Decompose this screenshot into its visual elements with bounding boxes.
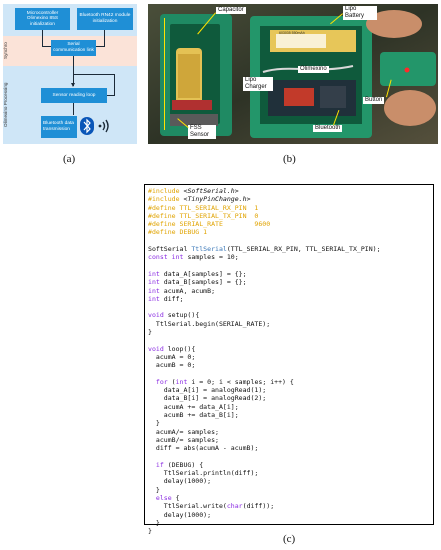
code-line: TtlSerial.write(char(diff)); bbox=[148, 502, 275, 511]
code-line: } bbox=[148, 527, 152, 536]
code-line: #include <TinyPinChange.h> bbox=[148, 195, 251, 204]
arrow-loop-to-bt bbox=[73, 103, 74, 115]
loop-back-left bbox=[74, 74, 115, 75]
code-listing: #include <SoftSerial.h> #include <TinyPi… bbox=[144, 184, 434, 535]
code-line: SoftSerial TtlSerial(TTL_SERIAL_RX_PIN, … bbox=[148, 245, 381, 254]
code-line: #define SERIAL_RATE 9600 bbox=[148, 220, 271, 229]
code-line: void loop(){ bbox=[148, 344, 196, 353]
code-line: } bbox=[148, 485, 160, 494]
code-line: diff = abs(acumA - acumB); bbox=[148, 444, 259, 453]
caption-a: (a) bbox=[63, 153, 76, 165]
caption-b: (b) bbox=[283, 153, 296, 165]
arrow-bt-left bbox=[96, 46, 105, 47]
arrow-bt-down bbox=[104, 30, 105, 47]
code-line: else { bbox=[155, 493, 180, 502]
processing-label: Olimexino Processing bbox=[3, 82, 8, 128]
code-line: acumB += data_B[i]; bbox=[148, 411, 239, 420]
arrow-mcu-down bbox=[42, 30, 43, 47]
code-line: acumA += data_A[i]; bbox=[148, 402, 239, 411]
code-line: data_A[i] = analogRead(1); bbox=[148, 386, 267, 395]
code-line: acumA = 0; bbox=[148, 352, 196, 361]
code-line: delay(1000); bbox=[148, 510, 212, 519]
code-line: int data_B[samples] = {}; bbox=[148, 278, 247, 287]
loop-back-up bbox=[114, 74, 115, 96]
battery-print: 603035 550mAh bbox=[279, 31, 305, 35]
code-line: for (int i = 0; i < samples; i++) { bbox=[155, 377, 294, 386]
lipo-battery-label: Lipo Battery bbox=[343, 6, 377, 20]
code-line: TtlSerial.println(diff); bbox=[148, 469, 259, 478]
code-line: int data_A[samples] = {}; bbox=[148, 269, 247, 278]
bt-init-box: Bluetooth RN42 module initialization bbox=[77, 8, 133, 30]
code-line: delay(1000); bbox=[148, 477, 212, 486]
code-line: #include <SoftSerial.h> bbox=[148, 187, 239, 195]
sensor-loop-box: Sensor reading loop bbox=[41, 88, 107, 103]
code-line: TtlSerial.begin(SERIAL_RATE); bbox=[148, 319, 271, 328]
serial-link-box: Serial communication link bbox=[51, 40, 96, 56]
capacitor-label: Capacitor bbox=[216, 7, 246, 14]
code-line: if (DEBUG) { bbox=[155, 460, 204, 469]
code-line: acumB/= samples; bbox=[148, 435, 219, 444]
code-line: acumB = 0; bbox=[148, 361, 196, 370]
code-line: } bbox=[148, 328, 152, 337]
code-line: #define TTL_SERIAL_RX_PIN 1 bbox=[148, 203, 259, 212]
caption-c: (c) bbox=[283, 533, 296, 545]
code-line: } bbox=[148, 518, 160, 527]
device-photo: 603035 550mAh Capacitor Lipo Battery Oli… bbox=[148, 4, 438, 144]
loop-back-right bbox=[107, 95, 115, 96]
code-line: acumA/= samples; bbox=[148, 427, 219, 436]
fss-sensor-label: FSS Sensor bbox=[188, 125, 216, 139]
button-label: Button bbox=[363, 97, 385, 104]
code-line: void setup(){ bbox=[148, 311, 200, 320]
code-line: data_B[i] = analogRead(2); bbox=[148, 394, 267, 403]
code-line: #define TTL_SERIAL_TX_PIN 0 bbox=[148, 211, 259, 220]
arrow-head-loop bbox=[71, 83, 75, 87]
flowchart-panel: Synchro Olimexino Processing Microcontro… bbox=[3, 4, 137, 144]
arrow-serial-to-loop bbox=[73, 56, 74, 86]
code-line: #define DEBUG 1 bbox=[148, 228, 208, 237]
olimexino-label: Olimexino bbox=[298, 66, 329, 73]
bluetooth-icon bbox=[80, 117, 94, 135]
arrow-mcu-right bbox=[42, 46, 51, 47]
bluetooth-label: Bluetooth bbox=[313, 125, 343, 132]
code-line: int diff; bbox=[148, 294, 184, 303]
code-line: const int samples = 10; bbox=[148, 253, 239, 262]
bt-transmission-box: Bluetooth data transmission bbox=[41, 116, 77, 138]
mcu-init-box: Microcontroller Olimexino 85S initializa… bbox=[15, 8, 70, 30]
code-line: int acumA, acumB; bbox=[148, 286, 216, 295]
code-block: #include <SoftSerial.h> #include <TinyPi… bbox=[148, 187, 381, 535]
height-measure-line bbox=[164, 18, 165, 130]
device-photo-illustration bbox=[148, 4, 438, 144]
wireless-signal-icon bbox=[98, 118, 112, 139]
lipo-charger-label: Lipo Charger bbox=[243, 77, 273, 91]
synchro-label: Synchro bbox=[3, 42, 8, 60]
code-line: } bbox=[148, 419, 160, 428]
